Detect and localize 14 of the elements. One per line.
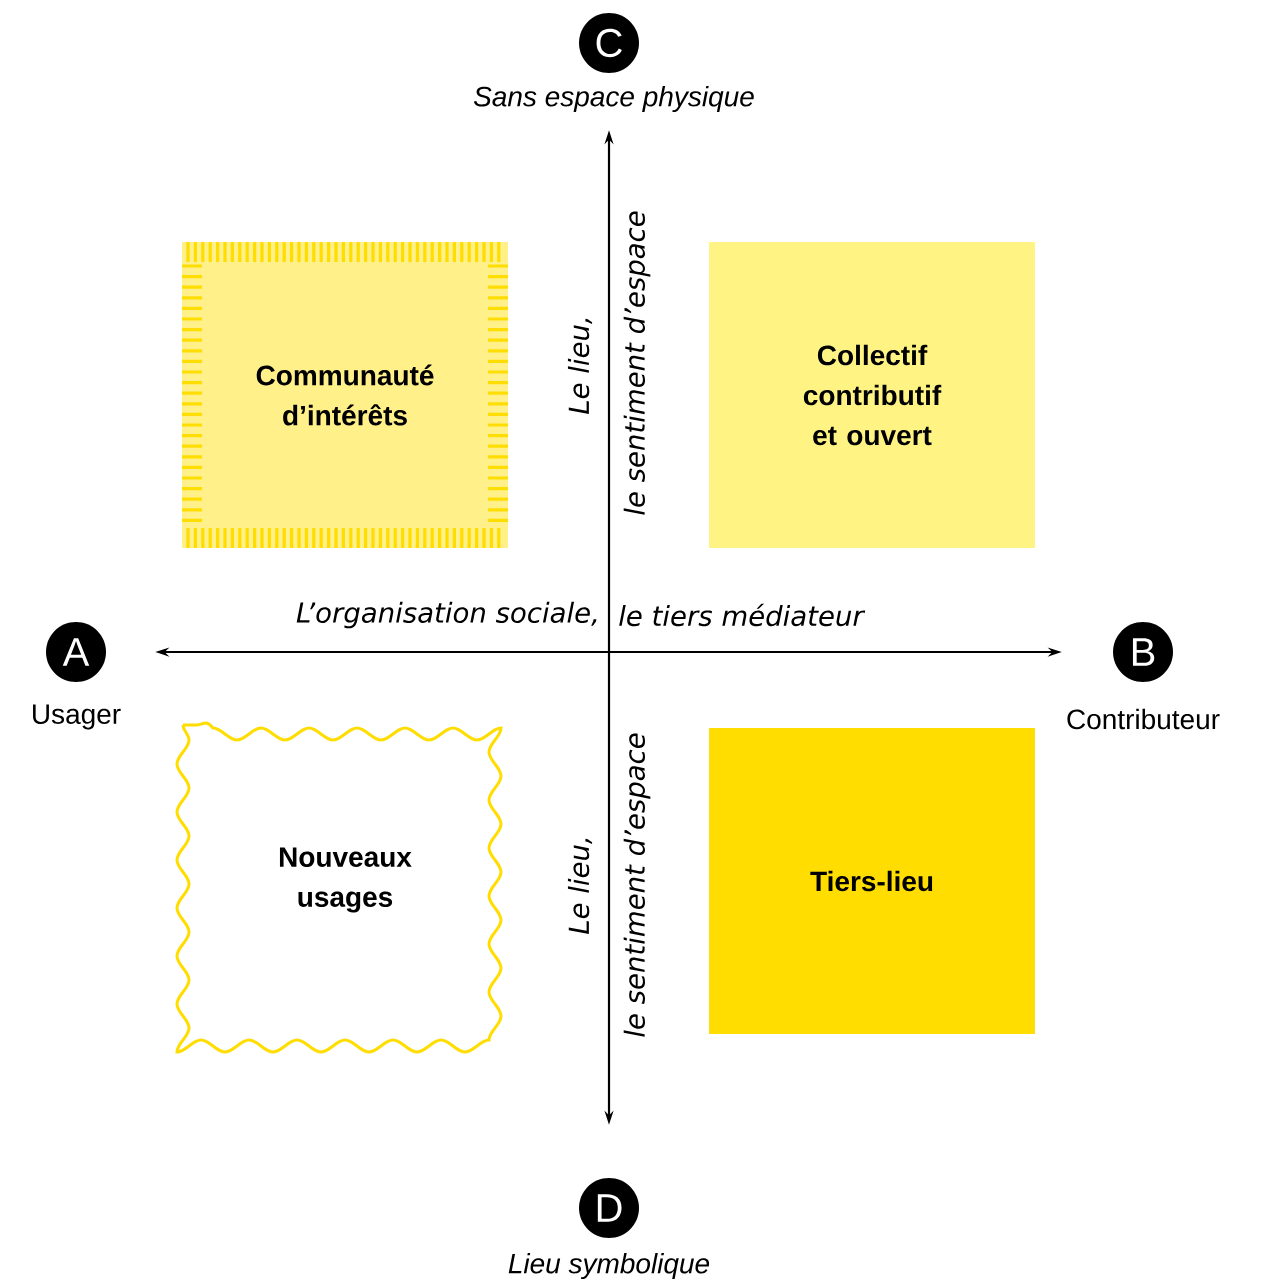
axis-pole-label: Usager [33, 704, 121, 730]
axis-label: Le lieu, [567, 318, 593, 415]
axis-pole-label: Lieu symbolique [508, 1252, 710, 1280]
axis-label: le sentiment d’espace [623, 211, 651, 515]
axis-pole-label: Contributeur [1067, 708, 1220, 730]
hatched-box: Communauté d’intérêts [180, 240, 510, 550]
axis-label: Le lieu, [567, 838, 593, 935]
wavy-box: Nouveaux usages [175, 721, 503, 1054]
axis-label: le sentiment d’espace [623, 733, 651, 1037]
axis-label: L’organisation sociale, [296, 601, 597, 629]
axis-pole-label: Sans espace physique [473, 85, 754, 113]
axis-label: le tiers médiateur [619, 603, 866, 627]
quadrant-box: Collectif contributif et ouvert [709, 242, 1035, 548]
quadrant-box: Tiers-lieu [709, 728, 1035, 1034]
